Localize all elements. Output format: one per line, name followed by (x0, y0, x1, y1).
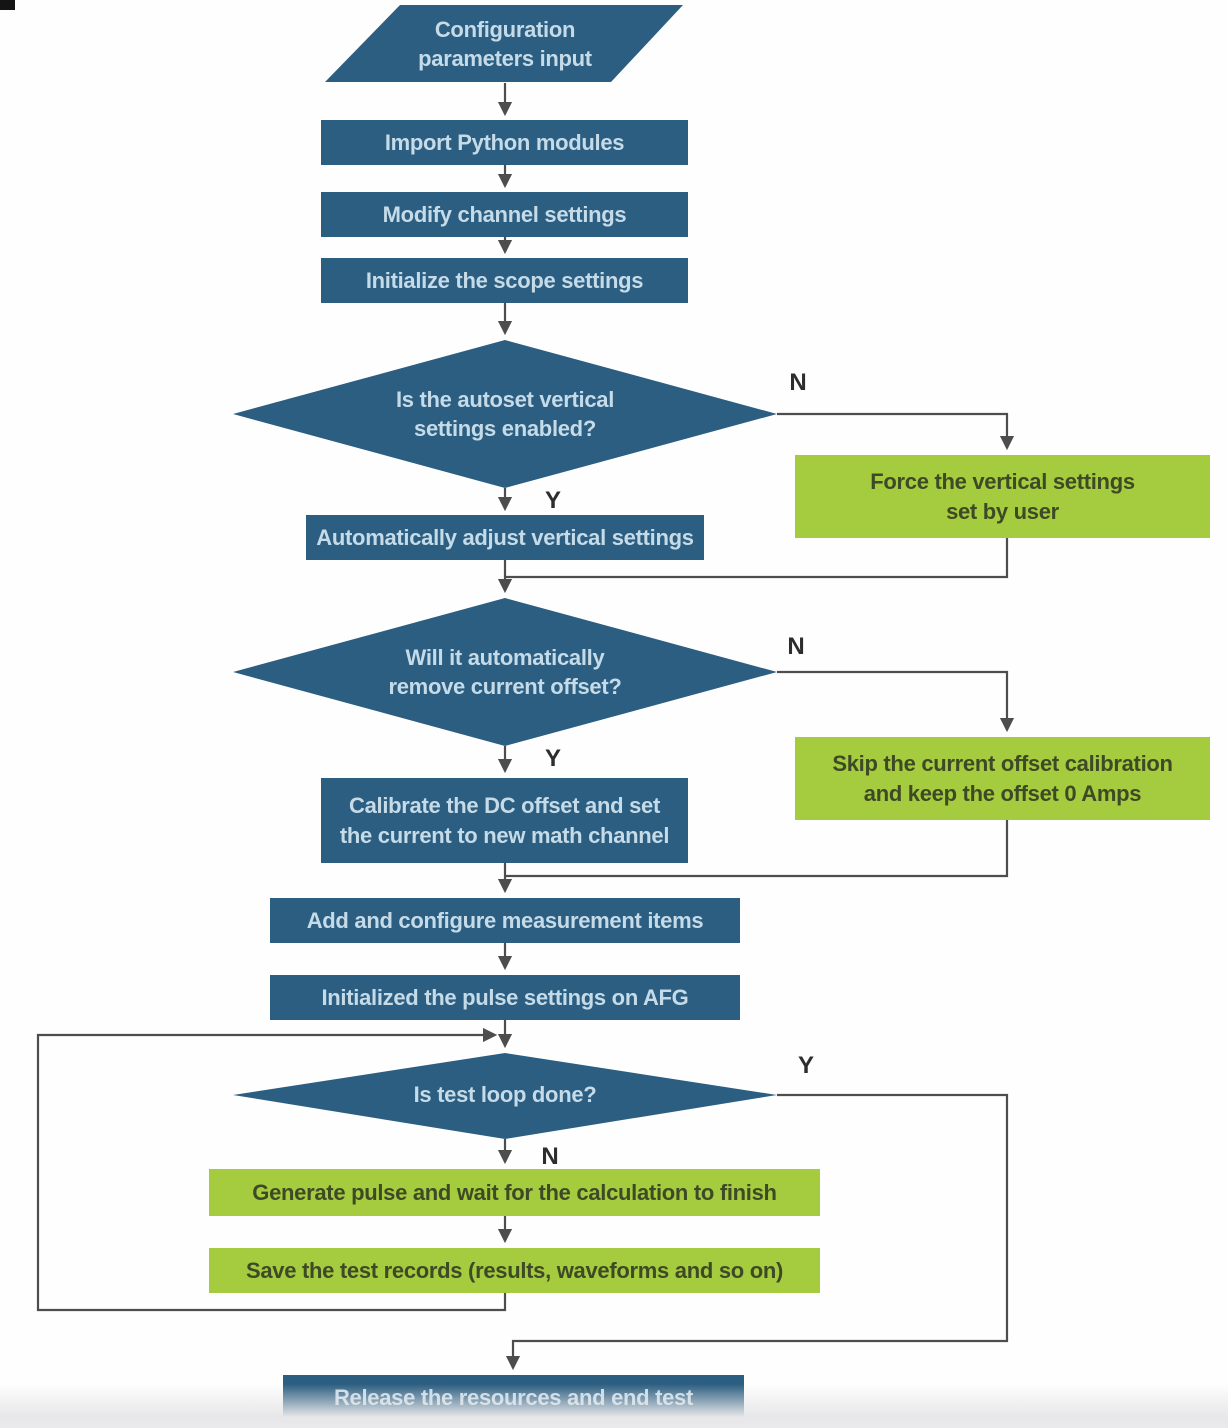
init-scope-node-shape (321, 258, 688, 303)
connector-autoset-no (777, 412, 1015, 451)
branch-label-autoset-no: N (789, 369, 807, 396)
offset-decision-shape (233, 598, 777, 746)
branch-label-offset-no: N (787, 633, 805, 660)
skip-offset-node-shape (795, 737, 1210, 820)
force-vertical-node-shape (795, 455, 1210, 538)
init-pulse-node-shape (270, 975, 740, 1020)
calibrate-offset-node-shape (321, 778, 688, 863)
branch-label-loop-yes: Y (797, 1052, 814, 1079)
branch-label-autoset-yes: Y (544, 487, 561, 514)
connector-loop-yes (505, 1093, 1009, 1371)
save-records-node-shape (209, 1248, 820, 1293)
connector-offset-no (777, 670, 1015, 733)
generate-pulse-node-shape (209, 1169, 820, 1216)
modify-channel-node-shape (321, 192, 688, 237)
start-node-shape (325, 5, 683, 82)
import-modules-node-shape (321, 120, 688, 165)
corner-artifact (0, 0, 15, 10)
loop-decision-shape (233, 1053, 777, 1139)
branch-label-loop-no: N (541, 1143, 559, 1170)
connector-skip-offset-merge (505, 820, 1009, 878)
branch-label-offset-yes: Y (544, 745, 561, 772)
auto-adjust-node-shape (306, 515, 704, 560)
bottom-fade (0, 1384, 1228, 1428)
add-measurements-node-shape (270, 898, 740, 943)
connector-loop-back (36, 1027, 507, 1312)
connector-force-vertical-merge (505, 538, 1009, 579)
autoset-decision-shape (233, 340, 777, 488)
